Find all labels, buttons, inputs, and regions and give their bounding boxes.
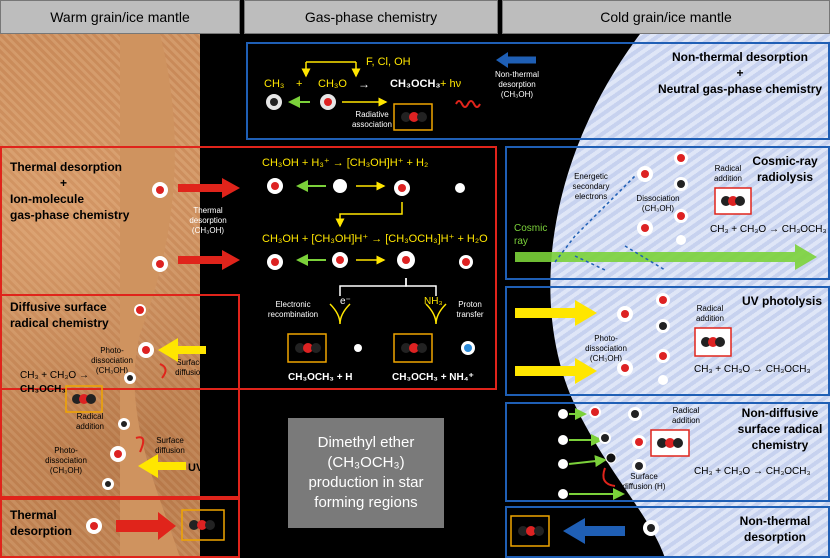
header-gas: Gas-phase chemistry [244,0,498,34]
diffusive-reaction1: CH₃ + CH₃O → [20,370,89,381]
energetic-electrons: Energetic secondary electrons [572,172,610,201]
uv-title: UV photolysis [742,294,823,308]
cosmic-title2: radiolysis [756,170,814,184]
nondiffusive-title1: Non-diffusive [741,406,819,420]
cold-grain-edge [490,34,665,558]
caption-line2: (CH₃OCH₃) [327,454,405,471]
nonthermal-bottom-title2: desorption [744,530,806,544]
uv-photo: Photo-dissociation (CH₃OH) [585,334,627,363]
warm-thermal-title3: gas-phase chemistry [10,208,130,222]
header-cold: Cold grain/ice mantle [502,0,830,34]
uv-label: UV [515,340,531,352]
ch3o-label: CH₃O [318,78,347,90]
uv-reaction: CH₃ + CH₃O → CH₃OCH₃ [694,364,811,375]
header-warm: Warm grain/ice mantle [0,0,240,34]
diffusive-photo1: Photo-dissociation (CH₃OH) [91,346,133,375]
thermal-bottom-graphics [86,509,225,541]
warm-thermal-plus: + [60,176,68,190]
caption-line4: forming regions [314,494,418,511]
ion-graphics [152,178,475,363]
warm-thermal-title1: Thermal desorption [10,160,123,174]
thermal-desorb-l2: desorption [189,216,227,225]
nondiffusive-surface: Surface diffusion (H) [622,472,666,491]
nondiffusive-title3: chemistry [751,438,809,452]
nondiffusive-adsorption: Adsorption from gas (H) [510,462,556,481]
nondiffusive-radical: Radical addition [671,406,701,425]
thermal-bottom-box [0,498,240,558]
caption-line3: production in star [308,474,424,491]
cosmic-ray-box [505,146,830,280]
diffusive-surface2: Surface diffusion [155,436,185,455]
caption-line1: Dimethyl ether [317,434,415,451]
thermal-desorb-l3: (CH₃OH) [191,226,225,235]
nondiffusive-title2: surface radical [737,422,823,436]
nondiffusive-box [505,402,830,502]
thermal-bottom-title1: Thermal [10,508,57,522]
cold-top-plus: + [736,66,744,80]
product-proton: CH₃OCH₃ + NH₄⁺ [392,372,474,383]
product-electronic: CH₃OCH₃ + H [288,372,353,383]
proton-transfer: Proton transfer [456,300,484,319]
neutral-gas-box [246,42,830,140]
nonthermal-bottom-graphics [510,515,659,547]
nh3-label: NH₃ [424,296,443,307]
nondiffusive-graphics [558,406,690,500]
radiative-association: Radiative association [351,110,393,129]
electronic-recombination: Electronic recombination [267,300,319,319]
warm-thermal-title2: Ion-molecule [10,192,85,206]
reactants-top: F, Cl, OH [366,56,411,68]
nonthermal-bottom-title1: Non-thermal [739,514,811,528]
warm-grain-edge [120,34,180,558]
cosmic-radical: Radical addition [713,164,743,183]
cosmic-dissociation: Dissociation (CH₃OH) [636,194,680,213]
ch3-label: CH₃ [264,78,285,90]
arrow-label: → [358,77,370,91]
nondiffusive-reaction: CH₃ + CH₃O → CH₃OCH₃ [694,466,811,477]
diffusive-box [0,294,240,498]
thermal-bottom-title2: desorption [10,524,72,538]
nonthermal-bottom-box [505,506,830,558]
cosmic-reaction: CH₃ + CH₃O → CH₃OCH₃ [710,224,827,235]
ion-molecule-box [0,146,497,390]
cosmic-graphics [515,151,817,271]
ion-line1: CH₃OH + H₃⁺ → [CH₃OH]H⁺ + H₂ [262,157,429,169]
uv-graphics [515,293,732,385]
uv-radical: Radical addition [695,304,725,323]
plus-label: + [296,78,303,90]
diffusive-title2: radical chemistry [10,316,109,330]
cosmic-title1: Cosmic-ray [752,154,818,168]
diffusive-surface1: Surface diffusion [175,358,205,377]
nonthermal-desorption-label: Non-thermal desorption (CH₃OH) [494,70,539,99]
hv-label: + hν [440,78,462,90]
diffusive-uv1: UV [210,340,226,352]
diffusive-title1: Diffusive surface [10,300,107,314]
cold-top-title1: Non-thermal desorption [671,50,808,64]
dme-product: CH₃OCH₃ [390,78,441,90]
uv-photolysis-box [505,286,830,396]
diffusive-reaction2: CH₃OCH₃ [20,384,66,395]
diffusive-photo2: Photo-dissociation (CH₃OH) [45,446,87,475]
caption-box: Dimethyl ether (CH₃OCH₃) production in s… [288,418,444,528]
cold-top-title2: Neutral gas-phase chemistry [657,82,823,96]
top-gas-graphics [266,52,536,131]
cosmic-ray-label: Cosmic ray [514,223,548,247]
electron-label: e⁻ [340,296,351,307]
thermal-desorb-l1: Thermal [193,206,223,215]
diffusive-graphics [65,304,206,490]
ion-line2: CH₃OH + [CH₃OH]H⁺ → [CH₃OCH₃]H⁺ + H₂O [262,233,488,245]
diffusive-radical: Radical addition [75,412,105,431]
diffusive-uv2: UV [188,462,204,474]
